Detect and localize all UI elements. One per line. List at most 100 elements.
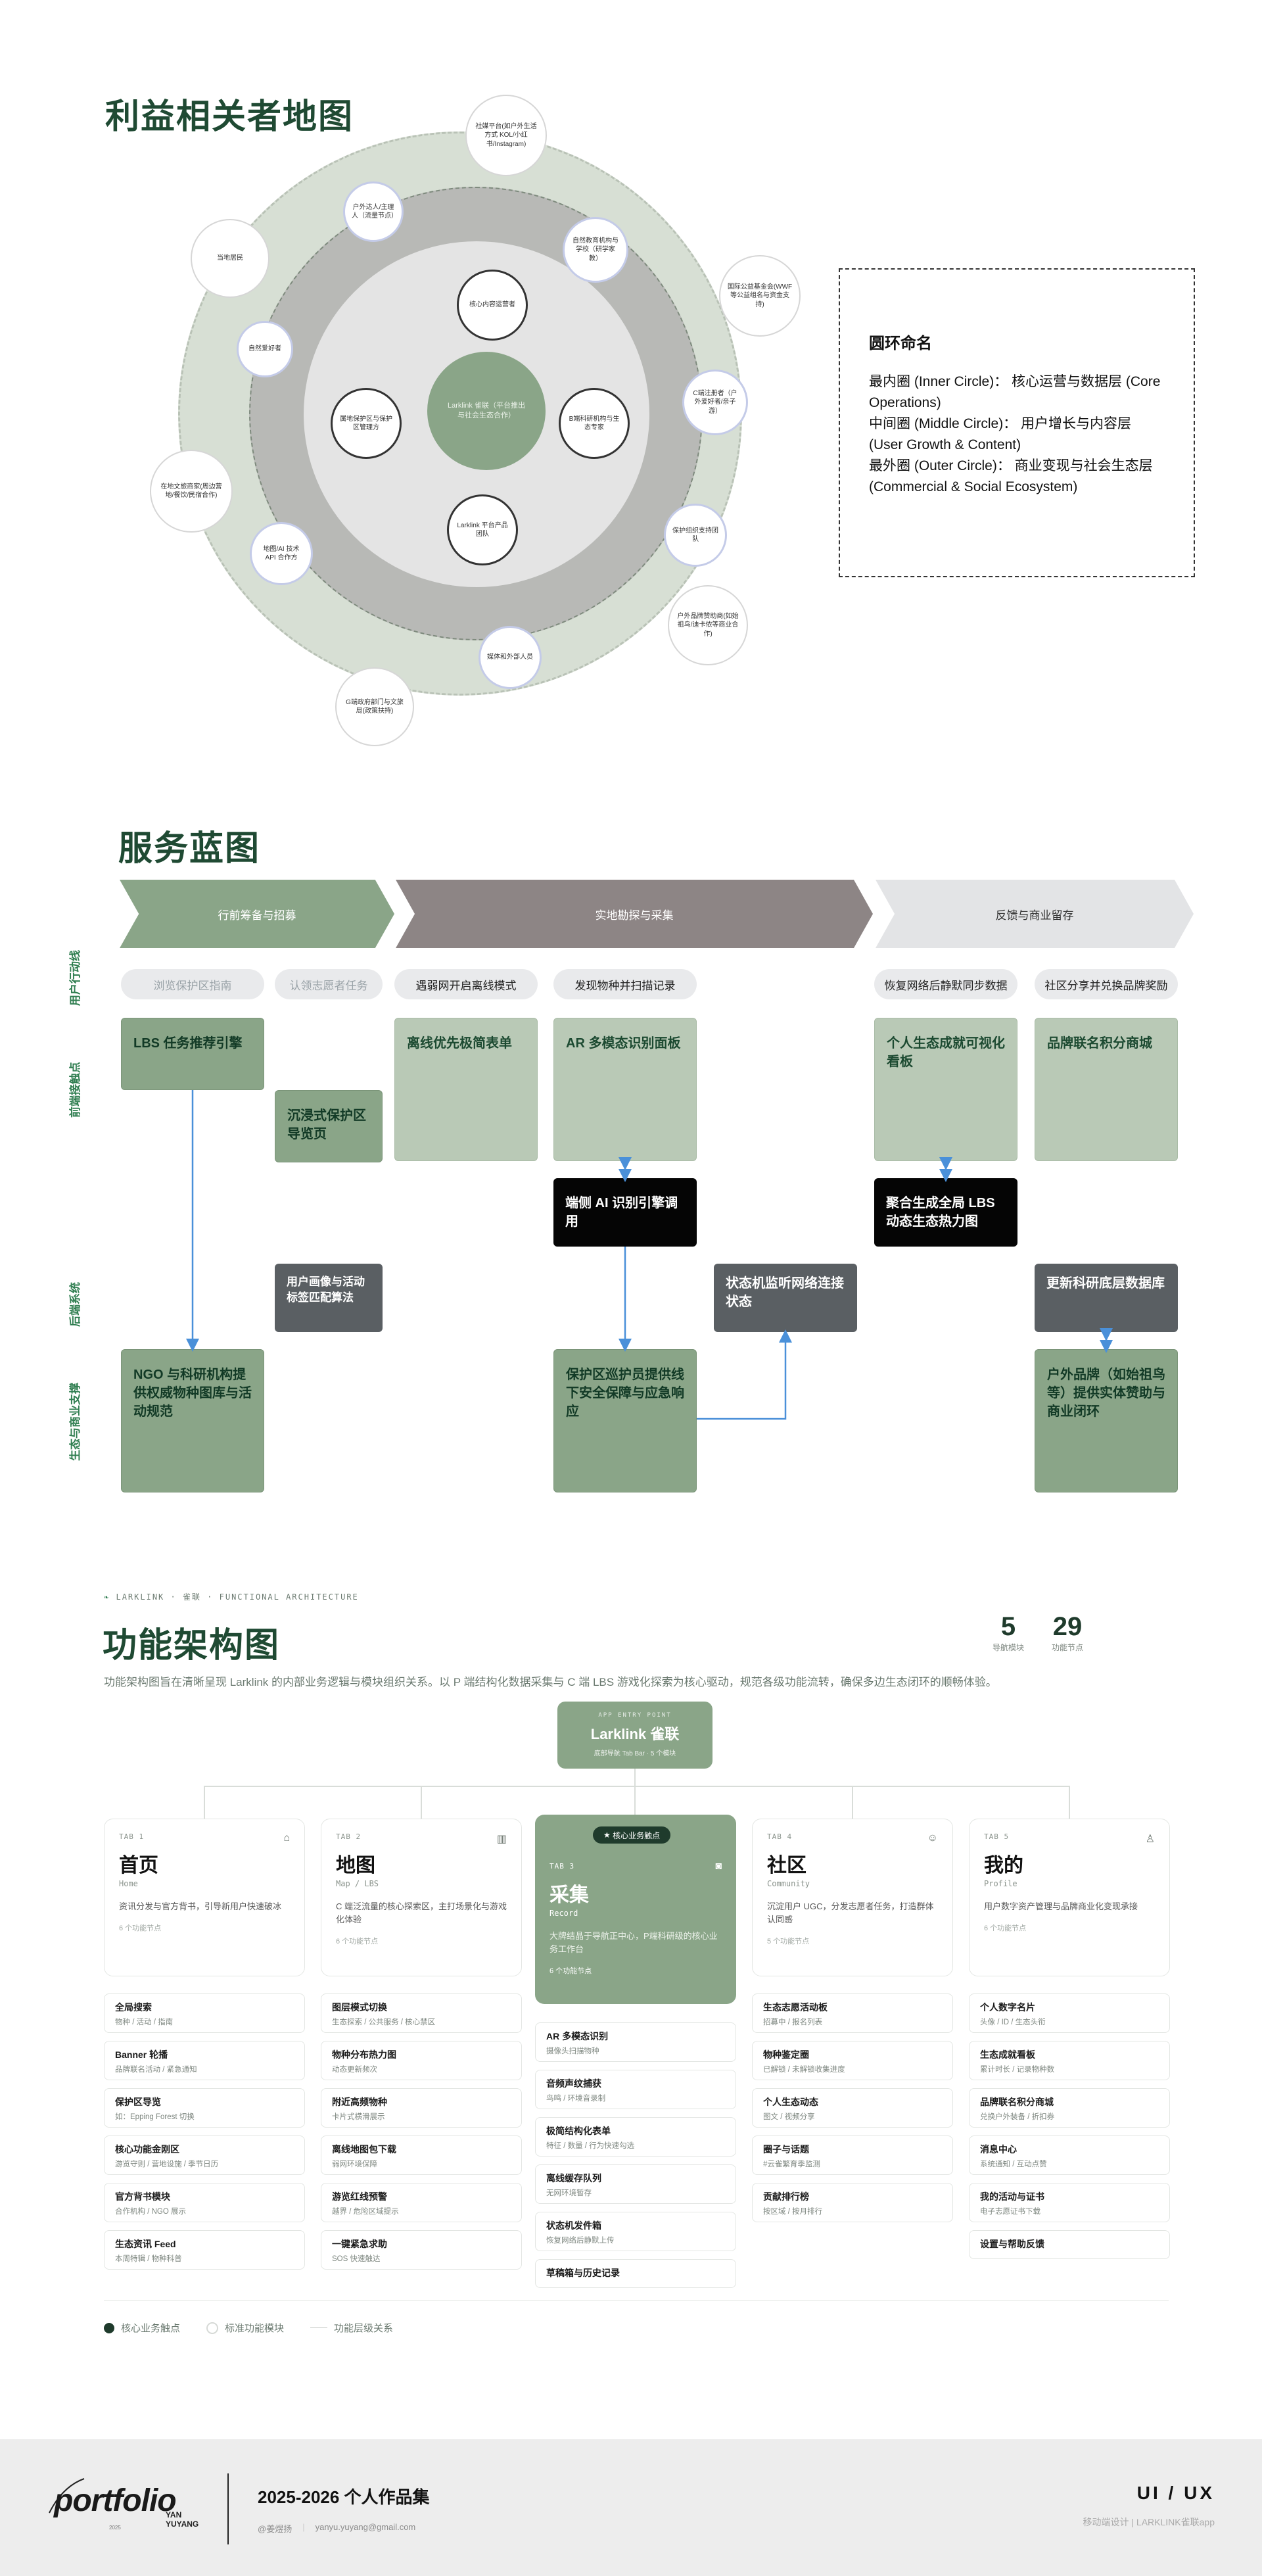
function-node-title: 贡献排行榜	[763, 2191, 809, 2202]
function-node[interactable]: 官方背书模块合作机构 / NGO 展示	[104, 2183, 305, 2222]
function-node[interactable]: 设置与帮助反馈	[969, 2230, 1170, 2259]
core-badge: ★ 核心业务触点	[593, 1826, 671, 1844]
footer-contact: @姜煜扬 | yanyu.yuyang@gmail.com	[258, 2522, 415, 2535]
legend-label: 标准功能模块	[225, 2323, 285, 2334]
function-node[interactable]: 消息中心系统通知 / 互动点赞	[969, 2135, 1170, 2175]
action-pill: 社区分享并兑换品牌奖励	[1035, 969, 1178, 999]
map-icon: ▥	[496, 1834, 507, 1845]
function-node[interactable]: 圈子与话题#云雀繁育季监测	[752, 2135, 953, 2175]
function-node[interactable]: 离线地图包下载弱网环境保障	[321, 2135, 522, 2175]
outer-node: 国际公益基金会(WWF等公益组名与资金支持)	[719, 255, 801, 337]
function-node[interactable]: 品牌联名积分商城兑换户外装备 / 折扣券	[969, 2088, 1170, 2128]
function-node-title: 个人数字名片	[980, 2002, 1035, 2013]
user-icon: ♙	[1145, 1834, 1155, 1845]
tab-number: TAB 3	[549, 1862, 575, 1871]
function-node-title: 离线缓存队列	[546, 2173, 601, 2183]
footer-divider	[227, 2473, 229, 2544]
stat-nodes: 29 功能节点	[1052, 1612, 1083, 1653]
tab-count: 6 个功能节点	[119, 1924, 162, 1932]
legend-dot-core	[104, 2322, 114, 2333]
function-node[interactable]: 极简结构化表单特征 / 数量 / 行为快速勾选	[535, 2117, 736, 2157]
tab-name: 社区	[767, 1855, 806, 1876]
function-node[interactable]: 物种分布热力图动态更新频次	[321, 2041, 522, 2080]
function-node[interactable]: Banner 轮播品牌联名活动 / 紧急通知	[104, 2041, 305, 2080]
function-node-title: 个人生态动态	[763, 2097, 818, 2107]
outer-node: 在地文旅商家(周边营地/餐饮/民宿合作)	[150, 450, 233, 533]
action-pill: 浏览保护区指南	[121, 969, 264, 999]
function-node[interactable]: 贡献排行榜按区域 / 按月排行	[752, 2183, 953, 2222]
arch-eyebrow-text: LARKLINK · 雀联 · FUNCTIONAL ARCHITECTURE	[116, 1592, 359, 1602]
footer-tag: UI / UX	[1136, 2483, 1215, 2503]
stat-label: 功能节点	[1052, 1643, 1084, 1652]
function-node-desc: 动态更新频次	[332, 2066, 377, 2074]
function-node[interactable]: 生态成就看板累计时长 / 记录物种数	[969, 2041, 1170, 2080]
inner-node: Larklink 平台产品团队	[447, 494, 518, 565]
function-node[interactable]: 音频声纹捕获鸟鸣 / 环境音录制	[535, 2070, 736, 2109]
function-node-title: 生态志愿活动板	[763, 2002, 828, 2013]
root-sub: 底部导航 Tab Bar · 5 个模块	[594, 1750, 676, 1757]
function-node[interactable]: 我的活动与证书电子志愿证书下载	[969, 2183, 1170, 2222]
function-node-desc: 头像 / ID / 生态头衔	[980, 2018, 1046, 2026]
function-node-title: 离线地图包下载	[332, 2144, 396, 2155]
function-node[interactable]: AR 多模态识别摄像头扫描物种	[535, 2022, 736, 2062]
function-node-title: 物种分布热力图	[332, 2049, 396, 2060]
function-node-title: Banner 轮播	[115, 2049, 168, 2060]
footer-email[interactable]: yanyu.yuyang@gmail.com	[315, 2522, 416, 2532]
legend-title: 圆环命名	[869, 335, 932, 352]
tab-number: TAB 5	[984, 1832, 1010, 1841]
function-node[interactable]: 核心功能金刚区游览守则 / 营地设施 / 季节日历	[104, 2135, 305, 2175]
function-node[interactable]: 草稿箱与历史记录	[535, 2259, 736, 2288]
function-node-desc: 合作机构 / NGO 展示	[115, 2208, 186, 2216]
function-node-title: 草稿箱与历史记录	[546, 2268, 620, 2278]
function-node-title: 圈子与话题	[763, 2144, 809, 2155]
function-node-desc: 如：Epping Forest 切换	[115, 2113, 195, 2121]
phase-2: 实地勘探与采集	[396, 880, 873, 948]
function-node[interactable]: 附近高频物种卡片式横滑展示	[321, 2088, 522, 2128]
function-node-title: AR 多模态识别	[546, 2031, 609, 2041]
middle-node: 保护组织支持团队	[664, 504, 727, 567]
tab-desc: 用户数字资产管理与品牌商业化变现承接	[984, 1901, 1138, 1911]
function-node-desc: 特征 / 数量 / 行为快速勾选	[546, 2142, 635, 2150]
function-node[interactable]: 个人生态动态图文 / 视频分享	[752, 2088, 953, 2128]
function-node-desc: 兑换户外装备 / 折扣券	[980, 2113, 1055, 2121]
tree-connector	[634, 1769, 636, 1786]
function-node[interactable]: 物种鉴定圈已解锁 / 未解锁收集进度	[752, 2041, 953, 2080]
outer-node: 当地居民	[191, 219, 269, 298]
function-node[interactable]: 离线缓存队列无网环境暂存	[535, 2164, 736, 2204]
tab-desc: 大牌结晶于导航正中心，P端科研级的核心业务工作台	[549, 1931, 718, 1954]
function-node[interactable]: 全局搜索物种 / 活动 / 指南	[104, 1993, 305, 2033]
root-name: Larklink 雀联	[590, 1726, 680, 1742]
function-node-desc: 鸟鸣 / 环境音录制	[546, 2095, 606, 2103]
phase-3: 反馈与商业留存	[876, 880, 1194, 948]
function-node-desc: 已解锁 / 未解锁收集进度	[763, 2066, 845, 2074]
function-node[interactable]: 个人数字名片头像 / ID / 生态头衔	[969, 1993, 1170, 2033]
function-node[interactable]: 保护区导览如：Epping Forest 切换	[104, 2088, 305, 2128]
function-node[interactable]: 状态机发件箱恢复网络后静默上传	[535, 2212, 736, 2251]
tab-name: 地图	[336, 1855, 375, 1876]
function-node-title: 官方背书模块	[115, 2191, 170, 2202]
tab-name: 首页	[119, 1855, 158, 1876]
function-node-title: 音频声纹捕获	[546, 2078, 601, 2089]
ring-legend: 圆环命名 最内圈 (Inner Circle)： 核心运营与数据层 (Core …	[839, 268, 1195, 577]
footer: portfolio YAN YUYANG 2025 2025-2026 个人作品…	[0, 2439, 1262, 2576]
function-node[interactable]: 游览红线预警越界 / 危险区域提示	[321, 2183, 522, 2222]
stat-modules: 5 导航模块	[993, 1612, 1024, 1653]
inner-node: B端科研机构与生态专家	[559, 388, 630, 459]
logo-wordmark: portfolio	[54, 2483, 177, 2518]
function-node[interactable]: 生态志愿活动板招募中 / 报名列表	[752, 1993, 953, 2033]
outer-node: 社媒平台(如户外生活方式 KOL/小红书/Instagram)	[465, 95, 547, 176]
function-node[interactable]: 图层模式切换生态探索 / 公共服务 / 核心禁区	[321, 1993, 522, 2033]
function-node-desc: 物种 / 活动 / 指南	[115, 2018, 174, 2026]
action-pill: 认领志愿者任务	[275, 969, 383, 999]
function-node-desc: 生态探索 / 公共服务 / 核心禁区	[332, 2018, 436, 2026]
tree-connector	[204, 1786, 1070, 1787]
tab-name: 我的	[984, 1855, 1023, 1876]
legend-dot-standard	[206, 2322, 219, 2334]
